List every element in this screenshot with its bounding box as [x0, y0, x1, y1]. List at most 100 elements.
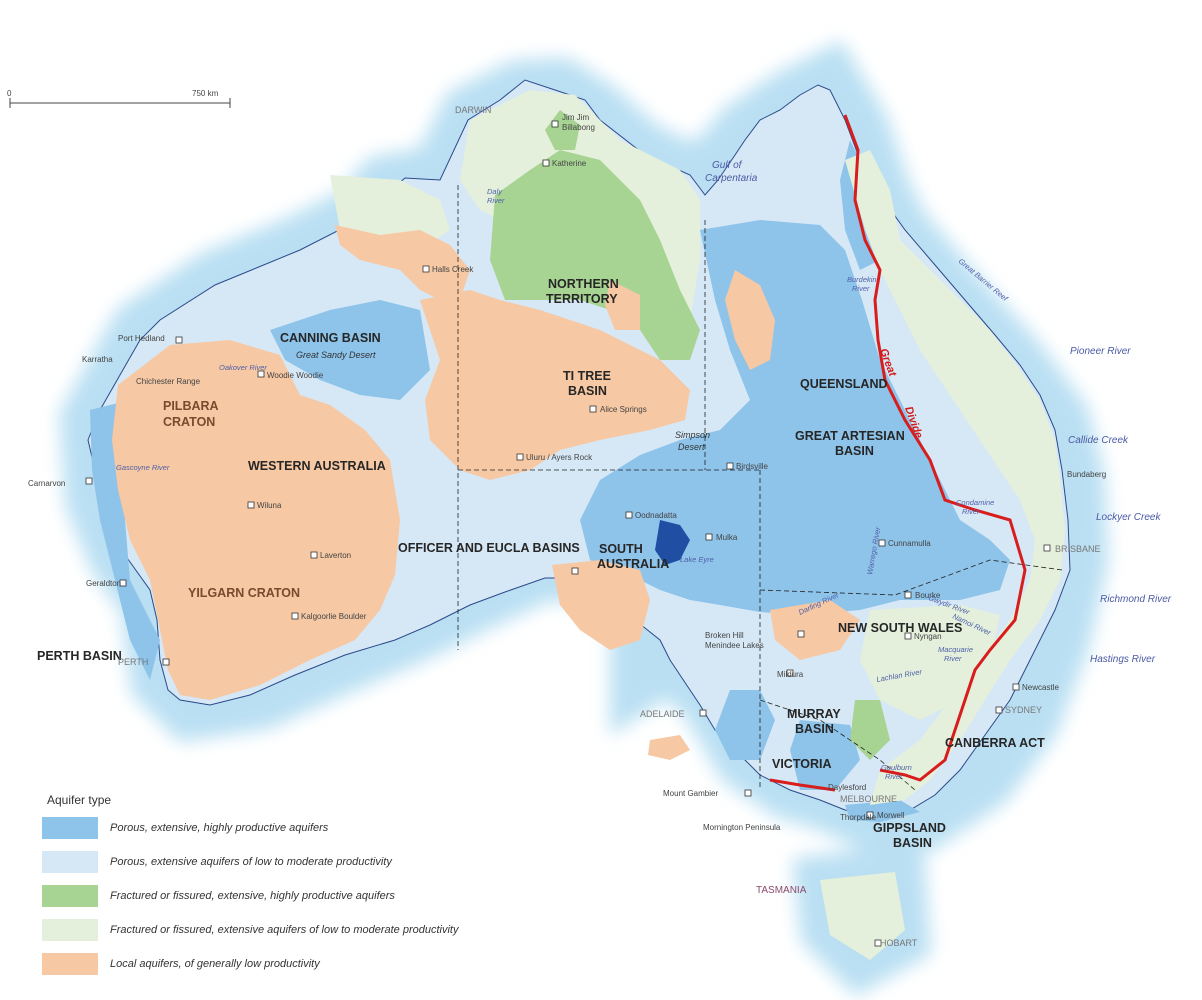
river-oakover: Oakover River — [219, 363, 267, 372]
label-murray-basin: BASIN — [795, 722, 834, 736]
legend-swatch — [42, 817, 98, 839]
label-perth-basin: PERTH BASIN — [37, 649, 122, 663]
legend-title: Aquifer type — [47, 793, 112, 807]
label-australia: AUSTRALIA — [597, 557, 669, 571]
scale-end: 750 km — [192, 89, 219, 98]
place-lake-eyre: Lake Eyre — [680, 555, 714, 564]
label-officer-eucla: OFFICER AND EUCLA BASINS — [398, 541, 580, 555]
scale-bar: 0 750 km — [7, 89, 231, 108]
place-carnarvon: Carnarvon — [28, 479, 65, 488]
label-titree-basin: BASIN — [568, 384, 607, 398]
place-katherine: Katherine — [552, 159, 587, 168]
water-hastings-river: Hastings River — [1090, 654, 1156, 665]
place-newcastle: Newcastle — [1022, 683, 1059, 692]
local-aquifer-zones — [112, 225, 860, 760]
place-mount-gambier: Mount Gambier — [663, 789, 718, 798]
label-titree: TI TREE — [563, 369, 611, 383]
label-canning-basin: CANNING BASIN — [280, 331, 381, 345]
region-labels: CANNING BASIN PILBARA CRATON WESTERN AUS… — [37, 277, 1045, 896]
river-macquarie-river: River — [944, 654, 962, 663]
place-wiluna: Wiluna — [257, 501, 282, 510]
river-condamine-river: River — [962, 507, 980, 516]
label-northern: NORTHERN — [548, 277, 619, 291]
place-nyngan: Nyngan — [914, 632, 942, 641]
legend: Aquifer type Porous, extensive, highly p… — [42, 793, 602, 985]
place-geraldton: Geraldton — [86, 579, 121, 588]
desert-labels: Great Sandy Desert Simpson Desert — [296, 350, 710, 452]
legend-label: Fractured or fissured, extensive, highly… — [110, 890, 395, 902]
place-uluru: Uluru / Ayers Rock — [526, 453, 593, 462]
place-oodnadatta: Oodnadatta — [635, 511, 677, 520]
legend-item: Porous, extensive aquifers of low to mod… — [42, 849, 602, 875]
label-murray: MURRAY — [787, 707, 841, 721]
place-sydney: SYDNEY — [1005, 705, 1042, 715]
river-gascoyne: Gascoyne River — [116, 463, 170, 472]
label-canberra: CANBERRA ACT — [945, 736, 1045, 750]
desert-simpson-desert: Desert — [678, 442, 705, 452]
place-broken-hill: Broken Hill — [705, 631, 744, 640]
label-territory: TERRITORY — [546, 292, 618, 306]
river-burdekin: Burdekin — [847, 275, 877, 284]
place-daylesford: Daylesford — [828, 783, 866, 792]
label-gippsland-basin: BASIN — [893, 836, 932, 850]
place-chichester: Chichester Range — [136, 377, 201, 386]
place-karratha: Karratha — [82, 355, 113, 364]
legend-swatch — [42, 885, 98, 907]
label-yilgarn-craton: YILGARN CRATON — [188, 586, 300, 600]
label-queensland: QUEENSLAND — [800, 377, 888, 391]
place-darwin: DARWIN — [455, 105, 491, 115]
river-condamine: Condamine — [956, 498, 994, 507]
label-south: SOUTH — [599, 542, 643, 556]
place-kalgoorlie: Kalgoorlie Boulder — [301, 612, 367, 621]
label-gippsland: GIPPSLAND — [873, 821, 946, 835]
river-goulburn-river: River — [885, 772, 903, 781]
river-burdekin-river: River — [852, 284, 870, 293]
lake-eyre — [655, 520, 690, 565]
place-mornington: Mornington Peninsula — [703, 823, 781, 832]
legend-label: Porous, extensive, highly productive aqu… — [110, 822, 329, 834]
legend-item: Porous, extensive, highly productive aqu… — [42, 815, 602, 841]
label-victoria: VICTORIA — [772, 757, 832, 771]
state-borders — [457, 185, 1063, 791]
water-pioneer-river: Pioneer River — [1070, 346, 1131, 357]
place-halls-creek: Halls Creek — [432, 265, 474, 274]
water-richmond-river: Richmond River — [1100, 594, 1172, 605]
place-birdsville: Birdsville — [736, 462, 769, 471]
legend-label: Fractured or fissured, extensive aquifer… — [110, 924, 459, 936]
place-port-hedland: Port Hedland — [118, 334, 165, 343]
place-morwell: Morwell — [877, 811, 905, 820]
label-pilbara: PILBARA — [163, 399, 219, 413]
great-dividing-range — [843, 114, 1027, 782]
legend-swatch — [42, 919, 98, 941]
legend-item: Fractured or fissured, extensive aquifer… — [42, 917, 602, 943]
river-macquarie: Macquarie — [938, 645, 973, 654]
water-gulf-of: Gulf of — [712, 160, 743, 171]
place-woodie: Woodie Woodie — [267, 371, 324, 380]
place-cunnamulla: Cunnamulla — [888, 539, 931, 548]
place-melbourne: MELBOURNE — [840, 794, 897, 804]
label-nsw: NEW SOUTH WALES — [838, 621, 962, 635]
fractured-productive-zones — [490, 110, 890, 760]
place-jimjim: Jim Jim — [562, 113, 589, 122]
place-laverton: Laverton — [320, 551, 351, 560]
water-carpentaria: Carpentaria — [705, 173, 758, 184]
water-lockyer-creek: Lockyer Creek — [1096, 512, 1161, 523]
place-adelaide: ADELAIDE — [640, 709, 685, 719]
place-alice: Alice Springs — [600, 405, 647, 414]
place-thorpdale: Thorpdale — [840, 813, 877, 822]
town-markers — [85, 120, 1051, 947]
place-menindee: Menindee Lakes — [705, 641, 764, 650]
water-callide-creek: Callide Creek — [1068, 435, 1129, 446]
label-craton: CRATON — [163, 415, 215, 429]
label-tasmania: TASMANIA — [756, 885, 807, 896]
place-bourke: Bourke — [915, 591, 941, 600]
river-goulburn: Goulburn — [881, 763, 912, 772]
label-great-artesian-basin: BASIN — [835, 444, 874, 458]
place-billabong: Billabong — [562, 123, 595, 132]
place-mulka: Mulka — [716, 533, 738, 542]
place-mildura: Mildura — [777, 670, 804, 679]
scale-start: 0 — [7, 89, 12, 98]
label-western-australia: WESTERN AUSTRALIA — [248, 459, 386, 473]
legend-label: Local aquifers, of generally low product… — [110, 958, 320, 970]
